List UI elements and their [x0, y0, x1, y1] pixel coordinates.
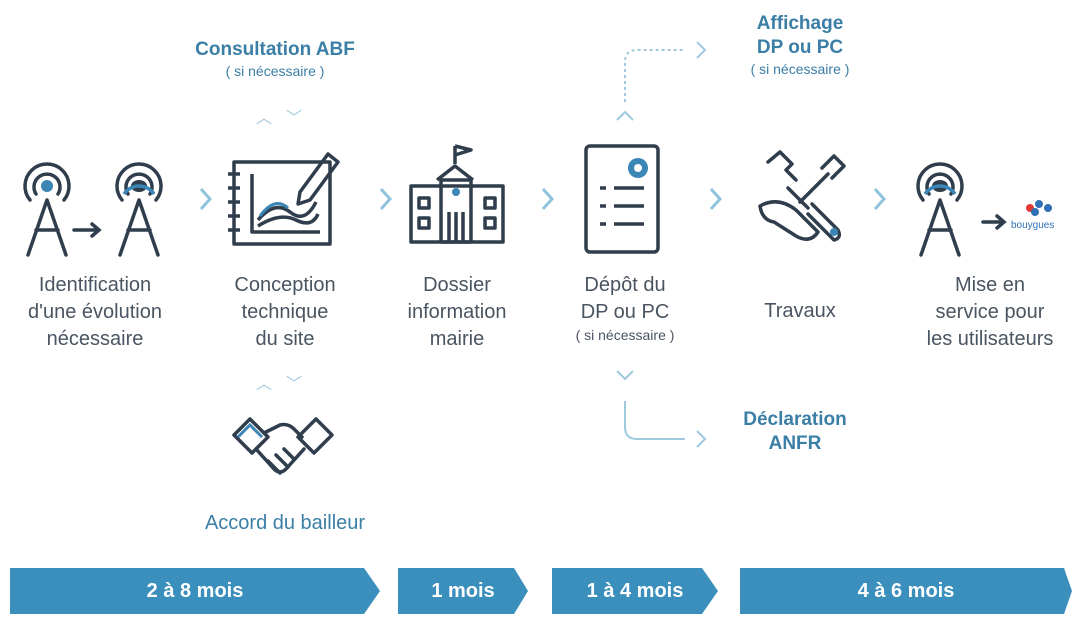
chevron-right-icon: [873, 187, 887, 211]
abf-note: ( si nécessaire ): [225, 63, 325, 79]
bailleur-title: Accord du bailleur: [204, 512, 366, 534]
timeline-bar-4: 4 à 6 mois: [740, 568, 1072, 614]
chevron-right-icon: [199, 187, 213, 211]
timeline-label-2: 1 mois: [431, 579, 495, 602]
consultation-abf-label: Consultation ABF ( si nécessaire ): [170, 38, 380, 80]
step-label-dossier: Dossier information mairie: [372, 272, 542, 353]
timeline-label-3: 1 à 4 mois: [586, 579, 684, 602]
svg-text:bouygues: bouygues: [1011, 220, 1054, 231]
chevron-right-icon: [541, 187, 555, 211]
step-4-note: ( si nécessaire ): [575, 327, 675, 343]
anfr-connector-icon: [616, 370, 707, 448]
town-hall-icon: [409, 144, 505, 244]
step-label-mise-en-service: Mise en service pour les utilisateurs: [900, 272, 1080, 353]
antenna-service-icon: bouygues: [916, 162, 1054, 257]
timeline-label-4: 4 à 6 mois: [857, 579, 955, 602]
timeline-bar-3: 1 à 4 mois: [552, 568, 718, 614]
timeline-bar-1: 2 à 8 mois: [10, 568, 380, 614]
timeline-label-1: 2 à 8 mois: [146, 579, 244, 602]
tools-icon: [758, 150, 846, 242]
chevron-right-icon: [379, 187, 393, 211]
technical-design-icon: [228, 152, 340, 246]
bailleur-exchange-arrows-icon: ︿﹀: [256, 376, 317, 393]
step-3-line-2: information: [407, 301, 507, 323]
step-3-line-3: mairie: [429, 328, 485, 350]
step-label-conception: Conception technique du site: [200, 272, 370, 353]
step-1-line-3: nécessaire: [46, 328, 144, 350]
step-5-line-1: Travaux: [764, 300, 836, 322]
affichage-connector-icon: [616, 41, 707, 121]
affichage-label: Affichage DP ou PC ( si nécessaire ): [700, 12, 900, 78]
step-label-travaux: Travaux: [720, 298, 880, 325]
handshake-icon: [232, 417, 334, 475]
timeline-bar-2: 1 mois: [398, 568, 528, 614]
step-1-line-2: d'une évolution: [28, 301, 162, 323]
affichage-title-1: Affichage: [756, 13, 844, 34]
step-2-line-3: du site: [255, 328, 315, 350]
anfr-title-1: Déclaration: [743, 409, 847, 430]
abf-exchange-arrows-icon: ︿﹀: [256, 110, 317, 127]
step-6-line-3: les utilisateurs: [926, 328, 1054, 350]
step-2-line-2: technique: [241, 301, 329, 323]
bouygues-logo-icon: bouygues: [1011, 200, 1054, 231]
antenna-evolution-icon: [23, 162, 163, 257]
document-icon: [584, 144, 660, 254]
affichage-title-2: DP ou PC: [756, 37, 844, 58]
anfr-title-2: ANFR: [768, 433, 822, 454]
chevron-right-icon: [709, 187, 723, 211]
step-label-identification: Identification d'une évolution nécessair…: [0, 272, 190, 353]
abf-title: Consultation ABF: [195, 39, 355, 60]
step-4-line-1: Dépôt du: [584, 274, 666, 296]
affichage-note: ( si nécessaire ): [750, 61, 850, 77]
step-4-line-2: DP ou PC: [580, 301, 670, 323]
declaration-anfr-label: Déclaration ANFR: [705, 408, 885, 456]
step-6-line-1: Mise en: [954, 274, 1026, 296]
accord-bailleur-label: Accord du bailleur: [170, 510, 400, 537]
step-1-line-1: Identification: [38, 274, 152, 296]
step-6-line-2: service pour: [935, 301, 1045, 323]
step-label-depot: Dépôt du DP ou PC ( si nécessaire ): [540, 272, 710, 344]
step-3-line-1: Dossier: [423, 274, 491, 296]
step-2-line-1: Conception: [234, 274, 336, 296]
